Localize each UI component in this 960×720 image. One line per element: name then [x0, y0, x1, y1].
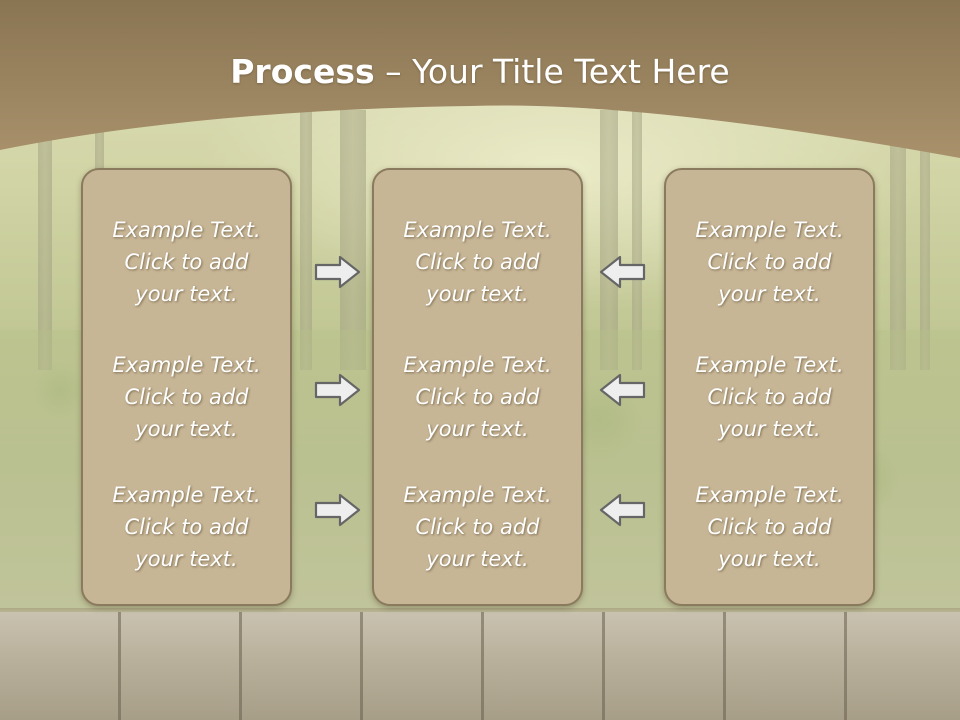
- text-line: Click to add: [707, 385, 832, 409]
- wooden-floor: [0, 612, 960, 720]
- right-arrow-icon: [314, 493, 361, 527]
- text-placeholder[interactable]: Example Text. Click to add your text.: [83, 214, 290, 310]
- text-line: Example Text.: [112, 218, 261, 242]
- left-arrow-icon: [599, 373, 646, 407]
- slide-title[interactable]: Process – Your Title Text Here: [0, 52, 960, 91]
- text-placeholder[interactable]: Example Text. Click to add your text.: [666, 214, 873, 310]
- text-line: Click to add: [415, 515, 540, 539]
- text-line: Click to add: [707, 250, 832, 274]
- text-line: Example Text.: [403, 218, 552, 242]
- text-line: your text.: [426, 417, 529, 441]
- tree-trunk: [300, 110, 312, 370]
- text-line: your text.: [135, 417, 238, 441]
- text-line: your text.: [718, 547, 821, 571]
- tree-trunk: [632, 110, 642, 370]
- text-placeholder[interactable]: Example Text. Click to add your text.: [83, 479, 290, 575]
- text-placeholder[interactable]: Example Text. Click to add your text.: [374, 214, 581, 310]
- text-placeholder[interactable]: Example Text. Click to add your text.: [666, 479, 873, 575]
- tree-trunk: [600, 110, 618, 370]
- text-line: Example Text.: [112, 353, 261, 377]
- tree-trunk: [920, 110, 930, 370]
- title-bold: Process: [230, 52, 375, 91]
- text-line: your text.: [718, 282, 821, 306]
- tree-trunk: [890, 110, 906, 370]
- text-placeholder[interactable]: Example Text. Click to add your text.: [374, 349, 581, 445]
- tree-trunk: [340, 110, 366, 370]
- text-line: Example Text.: [695, 483, 844, 507]
- process-box-left[interactable]: Example Text. Click to add your text. Ex…: [81, 168, 292, 606]
- text-line: Example Text.: [403, 483, 552, 507]
- text-placeholder[interactable]: Example Text. Click to add your text.: [666, 349, 873, 445]
- text-line: your text.: [426, 547, 529, 571]
- header-band: [0, 0, 960, 158]
- process-box-middle[interactable]: Example Text. Click to add your text. Ex…: [372, 168, 583, 606]
- process-box-right[interactable]: Example Text. Click to add your text. Ex…: [664, 168, 875, 606]
- tree-trunk: [38, 110, 52, 370]
- text-placeholder[interactable]: Example Text. Click to add your text.: [83, 349, 290, 445]
- text-line: Example Text.: [403, 353, 552, 377]
- text-line: Click to add: [124, 385, 249, 409]
- text-line: your text.: [135, 547, 238, 571]
- text-line: Click to add: [124, 515, 249, 539]
- text-line: your text.: [135, 282, 238, 306]
- text-line: Example Text.: [695, 353, 844, 377]
- text-line: Click to add: [707, 515, 832, 539]
- right-arrow-icon: [314, 373, 361, 407]
- text-line: Click to add: [415, 385, 540, 409]
- title-rest: – Your Title Text Here: [374, 52, 730, 91]
- right-arrow-icon: [314, 255, 361, 289]
- text-line: Click to add: [124, 250, 249, 274]
- left-arrow-icon: [599, 493, 646, 527]
- text-line: Click to add: [415, 250, 540, 274]
- text-line: your text.: [426, 282, 529, 306]
- text-line: Example Text.: [695, 218, 844, 242]
- text-line: your text.: [718, 417, 821, 441]
- left-arrow-icon: [599, 255, 646, 289]
- text-placeholder[interactable]: Example Text. Click to add your text.: [374, 479, 581, 575]
- text-line: Example Text.: [112, 483, 261, 507]
